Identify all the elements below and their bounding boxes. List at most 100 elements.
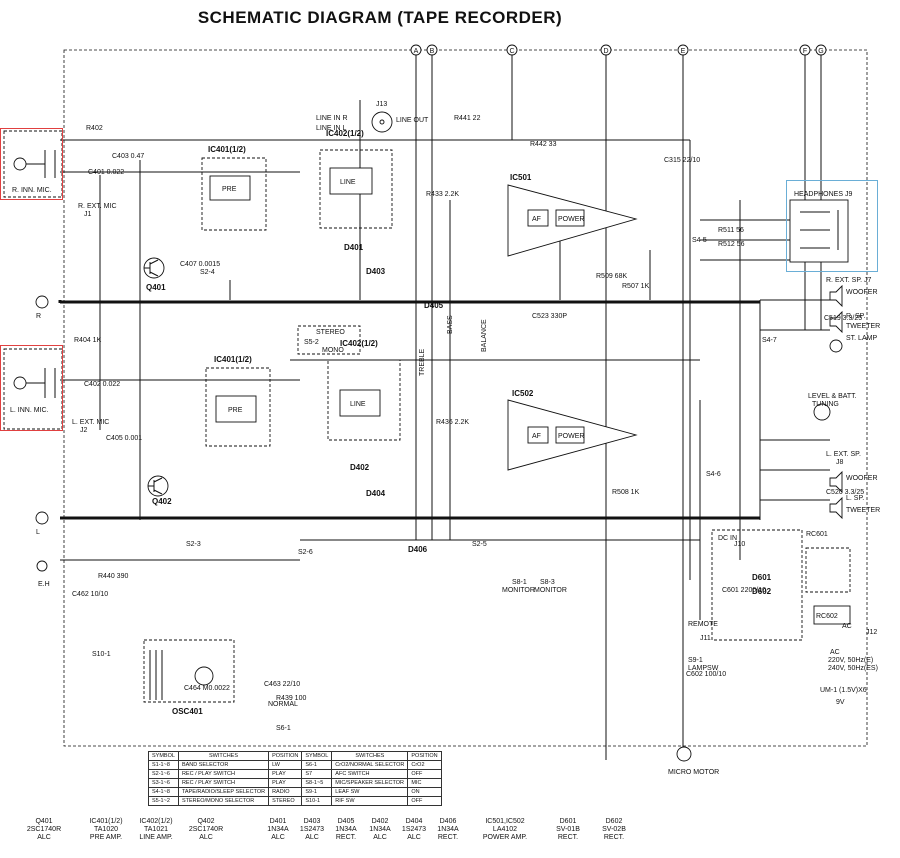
- svg-text:R440 390: R440 390: [98, 573, 128, 580]
- stereo-label: STEREO: [316, 329, 345, 336]
- svg-text:D: D: [603, 48, 608, 55]
- svg-text:R. SP.: R. SP.: [846, 313, 865, 320]
- headphones-j9: HEADPHONES J9: [789, 191, 852, 263]
- svg-text:A: A: [414, 48, 419, 55]
- ic401-upper: IC401(1/2) PRE: [201, 145, 267, 231]
- ic502-power-amp: AF POWER IC502: [507, 389, 638, 471]
- svg-text:RC602: RC602: [816, 613, 838, 620]
- svg-text:C463 22/10: C463 22/10: [264, 681, 300, 688]
- svg-text:AF: AF: [532, 216, 541, 223]
- svg-text:DC IN: DC IN: [718, 535, 737, 542]
- r-phone-jack-icon: [35, 295, 49, 309]
- j13-line-jack: J13 LINE IN R LINE IN L LINE OUT: [316, 101, 429, 133]
- svg-text:S4-6: S4-6: [706, 471, 721, 478]
- chassis-frame: [63, 49, 868, 747]
- svg-text:C602 100/10: C602 100/10: [686, 671, 726, 678]
- ic402-upper: IC402(1/2) LINE: [319, 129, 393, 229]
- svg-text:LEVEL & BATT.: LEVEL & BATT.: [808, 393, 857, 400]
- woofer-r-icon: [829, 284, 843, 308]
- r-inn-mic-label: R. INN. MIC.: [12, 187, 52, 194]
- r-ph-label: R: [36, 313, 41, 320]
- highlight-headphones: [786, 180, 878, 272]
- svg-text:R402: R402: [86, 125, 103, 132]
- ic501-power-amp: AF POWER IC501: [507, 173, 638, 257]
- svg-text:D402: D402: [350, 463, 370, 472]
- svg-text:B: B: [430, 48, 435, 55]
- svg-text:R512 56: R512 56: [718, 241, 745, 248]
- highlight-r-inn-mic: [0, 128, 63, 200]
- svg-text:S9-1: S9-1: [688, 657, 703, 664]
- svg-text:AC: AC: [842, 623, 852, 630]
- svg-text:NORMAL: NORMAL: [268, 701, 298, 708]
- svg-text:IC401(1/2): IC401(1/2): [208, 145, 246, 154]
- svg-text:S2-4: S2-4: [200, 269, 215, 276]
- connector-c: C: [506, 44, 518, 56]
- svg-text:C405 0.001: C405 0.001: [106, 435, 142, 442]
- svg-text:C401 0.022: C401 0.022: [88, 169, 124, 176]
- svg-text:S4-5: S4-5: [692, 237, 707, 244]
- svg-text:IC402(1/2): IC402(1/2): [326, 129, 364, 138]
- svg-text:S6-1: S6-1: [276, 725, 291, 732]
- remote-label: REMOTE: [688, 621, 718, 628]
- svg-text:AF: AF: [532, 433, 541, 440]
- tweeter-l-icon: [829, 496, 843, 520]
- svg-text:Q402: Q402: [152, 497, 172, 506]
- svg-text:G: G: [818, 48, 823, 55]
- svg-text:C464 M0.0022: C464 M0.0022: [184, 685, 230, 692]
- svg-text:S5-2: S5-2: [304, 339, 319, 346]
- treble-label: TREBLE: [419, 348, 426, 376]
- svg-text:R509 68K: R509 68K: [596, 273, 627, 280]
- svg-text:IC502: IC502: [512, 389, 534, 398]
- svg-text:IC401(1/2): IC401(1/2): [214, 355, 252, 364]
- ic402-lower: IC402(1/2) LINE: [327, 339, 401, 441]
- svg-text:L. SP.: L. SP.: [846, 495, 864, 502]
- svg-text:LAMPSW: LAMPSW: [688, 665, 719, 672]
- svg-text:S2-6: S2-6: [298, 549, 313, 556]
- st-lamp-icon: [829, 339, 843, 353]
- svg-text:D601: D601: [752, 573, 772, 582]
- svg-text:AC: AC: [830, 649, 840, 656]
- svg-text:9V: 9V: [836, 699, 845, 706]
- svg-text:C523 330P: C523 330P: [532, 313, 567, 320]
- l-phone-jack-icon: [35, 511, 49, 525]
- svg-text:RC601: RC601: [806, 531, 828, 538]
- svg-text:R441 22: R441 22: [454, 115, 481, 122]
- svg-text:R508 1K: R508 1K: [612, 489, 640, 496]
- bass-label: BASS: [447, 315, 454, 334]
- svg-text:POWER: POWER: [558, 433, 584, 440]
- svg-text:R511 56: R511 56: [718, 227, 744, 234]
- connector-row: A B C D E F G: [410, 44, 827, 56]
- svg-text:S8-1: S8-1: [512, 579, 527, 586]
- q401-transistor: Q401: [143, 257, 166, 292]
- svg-text:D403: D403: [366, 267, 386, 276]
- svg-text:R433 2.2K: R433 2.2K: [426, 191, 459, 198]
- connector-a: A: [410, 44, 422, 56]
- svg-text:TWEETER: TWEETER: [846, 323, 880, 330]
- svg-text:J13: J13: [376, 101, 387, 108]
- connector-d: D: [600, 44, 612, 56]
- svg-text:Q401: Q401: [146, 283, 166, 292]
- mono-label: MONO: [322, 347, 344, 354]
- schematic-canvas: A B C D E F G R. INN. MIC. L. INN. MIC. …: [3, 44, 880, 776]
- level-meter-icon: [813, 403, 831, 421]
- svg-text:R507 1K: R507 1K: [622, 283, 650, 290]
- j2-label: J2: [80, 427, 88, 434]
- ic401-lower: IC401(1/2) PRE: [205, 355, 271, 447]
- svg-text:F: F: [803, 48, 807, 55]
- svg-text:J12: J12: [866, 629, 877, 636]
- tweeter-r-icon: [829, 310, 843, 334]
- eh-label: E.H: [38, 581, 50, 588]
